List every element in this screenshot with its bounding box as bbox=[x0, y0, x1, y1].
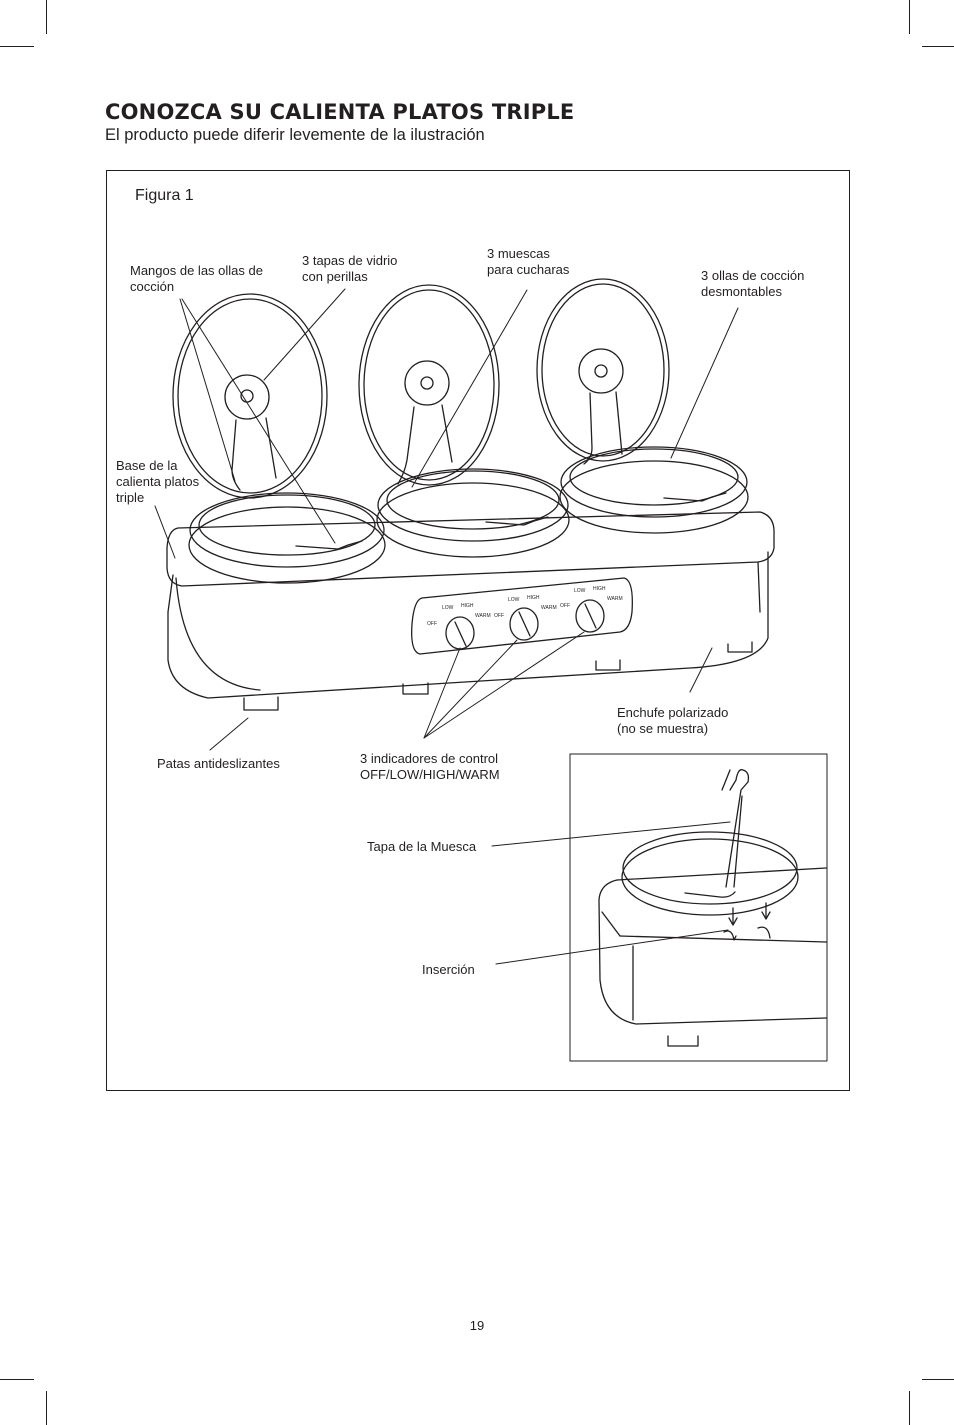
control-panel: OFF LOW HIGH WARM OFF LOW HIGH WARM OFF … bbox=[411, 577, 633, 655]
callout-pot-handles-line2: cocción bbox=[130, 279, 175, 294]
callout-spoon-notches-line1: 3 muescas bbox=[487, 246, 550, 261]
dial2-off-label: OFF bbox=[494, 613, 504, 619]
inset-detail bbox=[569, 753, 828, 1062]
callout-base-line2: calienta platos bbox=[116, 474, 200, 489]
dial2-warm-label: WARM bbox=[541, 605, 557, 611]
callout-removable-pots: 3 ollas de cocción desmontables bbox=[701, 268, 804, 300]
callout-glass-lids: 3 tapas de vidrio con perillas bbox=[302, 253, 397, 285]
callout-spoon-notches: 3 muescas para cucharas bbox=[487, 246, 569, 278]
crop-mark-top-left-h bbox=[0, 46, 34, 47]
callout-pot-handles-line1: Mangos de las ollas de bbox=[130, 263, 263, 278]
crop-mark-top-left-v bbox=[46, 0, 47, 34]
callout-removable-pots-line1: 3 ollas de cocción bbox=[701, 268, 805, 283]
dial1-low-label: LOW bbox=[442, 605, 454, 611]
dial3-off-label: OFF bbox=[560, 603, 570, 609]
callout-controls-line2: OFF/LOW/HIGH/WARM bbox=[360, 767, 500, 782]
crop-mark-bottom-left-h bbox=[0, 1379, 34, 1380]
callout-removable-pots-line2: desmontables bbox=[701, 284, 782, 299]
callout-controls-line1: 3 indicadores de control bbox=[360, 751, 499, 766]
crop-mark-bottom-right-v bbox=[909, 1391, 910, 1425]
leader-lines bbox=[154, 288, 739, 965]
figure-caption: Figura 1 bbox=[135, 187, 194, 204]
glass-lids bbox=[172, 278, 670, 499]
callout-pot-handles: Mangos de las ollas de cocción bbox=[130, 263, 263, 295]
callout-controls: 3 indicadores de control OFF/LOW/HIGH/WA… bbox=[360, 751, 500, 783]
dial1-off-label: OFF bbox=[427, 621, 437, 627]
dial1-warm-label: WARM bbox=[475, 613, 491, 619]
page-subtitle: El producto puede diferir levemente de l… bbox=[105, 126, 485, 144]
crop-mark-bottom-left-v bbox=[46, 1391, 47, 1425]
cooking-pots bbox=[188, 446, 749, 584]
callout-plug-line1: Enchufe polarizado bbox=[617, 705, 729, 720]
callout-feet: Patas antideslizantes bbox=[157, 756, 280, 771]
dial3-warm-label: WARM bbox=[607, 596, 623, 602]
crop-mark-top-right-h bbox=[922, 46, 954, 47]
dial3-high-label: HIGH bbox=[593, 586, 606, 592]
callout-insertion: Inserción bbox=[422, 962, 475, 977]
callout-base-line3: triple bbox=[116, 490, 145, 505]
crop-mark-top-right-v bbox=[909, 0, 910, 34]
callout-base: Base de la calienta platos triple bbox=[116, 458, 199, 506]
dial3-low-label: LOW bbox=[574, 588, 586, 594]
warmer-base bbox=[166, 511, 775, 711]
callout-base-line1: Base de la bbox=[116, 458, 178, 473]
callout-spoon-notches-line2: para cucharas bbox=[487, 262, 570, 277]
callout-glass-lids-line1: 3 tapas de vidrio bbox=[302, 253, 398, 268]
dial1-high-label: HIGH bbox=[461, 603, 474, 609]
page-title: CONOZCA SU CALIENTA PLATOS TRIPLE bbox=[105, 100, 575, 124]
dial2-low-label: LOW bbox=[508, 597, 520, 603]
dial2-high-label: HIGH bbox=[527, 595, 540, 601]
callout-notch-lid: Tapa de la Muesca bbox=[367, 839, 477, 854]
figure-frame bbox=[106, 170, 850, 1091]
crop-mark-bottom-right-h bbox=[922, 1379, 954, 1380]
page-number: 19 bbox=[469, 1318, 485, 1333]
callout-plug: Enchufe polarizado (no se muestra) bbox=[617, 705, 728, 737]
callout-glass-lids-line2: con perillas bbox=[302, 269, 368, 284]
callout-plug-line2: (no se muestra) bbox=[617, 721, 709, 736]
